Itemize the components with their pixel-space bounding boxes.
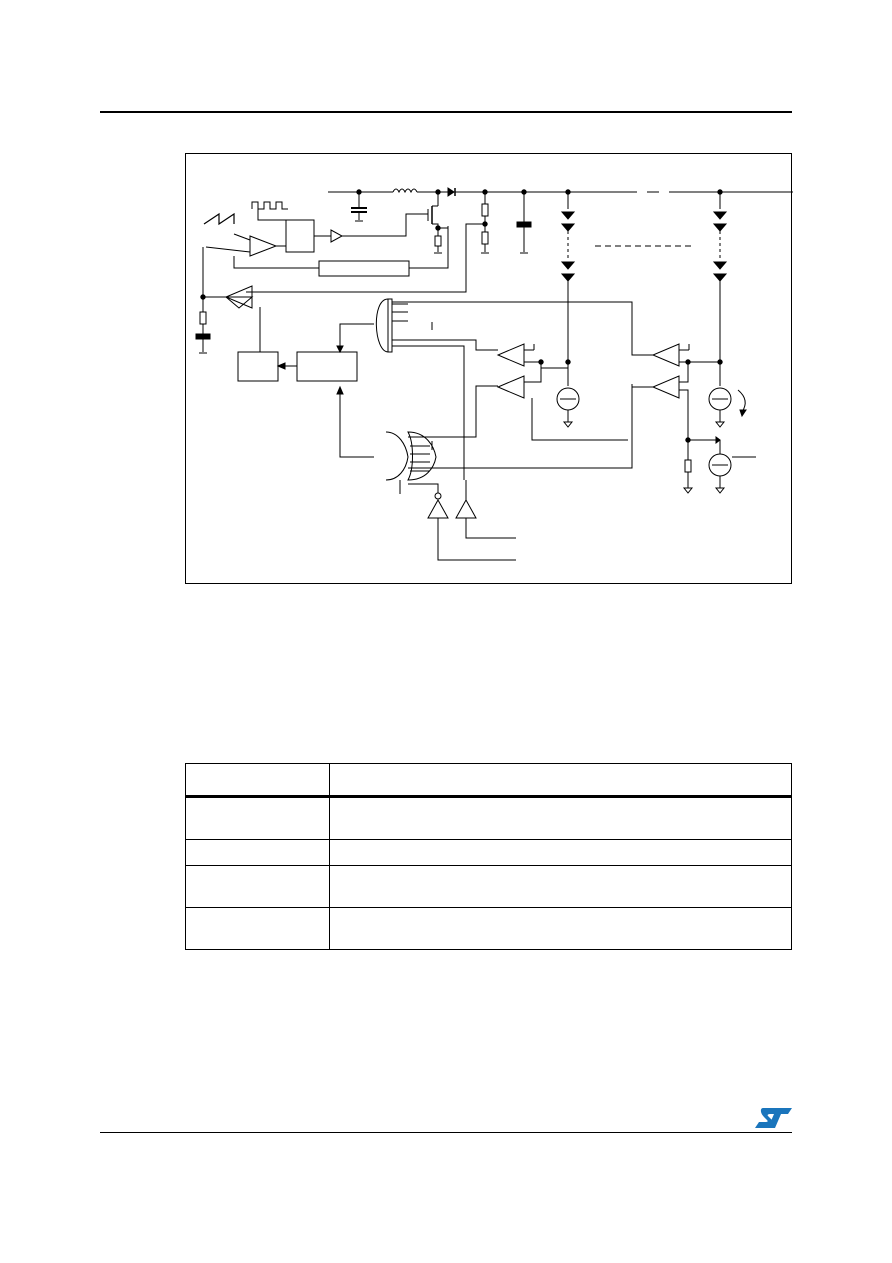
block-diagram-figure [185,153,793,584]
led-comparator-3-icon [651,343,680,367]
pin-description-table [185,763,792,950]
pwm-logic-block [285,219,315,253]
led-comparator-4-icon [651,375,680,399]
error-amplifier-icon [224,296,254,309]
block-diagram-svg [195,187,793,561]
led-comparator-1-icon [496,343,525,367]
led-comparator-2-icon [496,375,525,399]
schottky-diode-icon [447,187,455,197]
table-cell [185,907,330,950]
control-logic-block [296,351,358,382]
st-logo-icon [755,1108,792,1128]
table-cell [329,907,792,950]
table-cell [185,839,330,866]
table-row [185,907,792,950]
table-cell [329,865,792,908]
footer-rule [100,1132,792,1133]
or-gate-icon [407,431,437,481]
waveform-lead [257,209,286,221]
inductor-icon [392,188,418,194]
buffer-icon [455,498,477,519]
table-row [185,839,792,866]
gate-driver-icon [330,229,344,243]
table-row [185,796,792,840]
inverter-icon [427,498,449,519]
dac-block [237,351,279,382]
table-header-cell [329,763,792,798]
and-gate-icon [387,298,393,353]
table-cell [185,796,330,840]
table-header-cell [185,763,330,798]
table-cell [329,796,792,840]
table-row [185,865,792,908]
slope-compensation-block [318,260,410,277]
table-cell [185,865,330,908]
pwm-comparator-icon [249,235,278,257]
table-header-row [185,763,792,798]
table-cell [329,839,792,866]
pwm-waveform-icon [251,201,288,210]
sawtooth-waveform-icon [203,212,235,226]
header-rule [100,111,792,113]
